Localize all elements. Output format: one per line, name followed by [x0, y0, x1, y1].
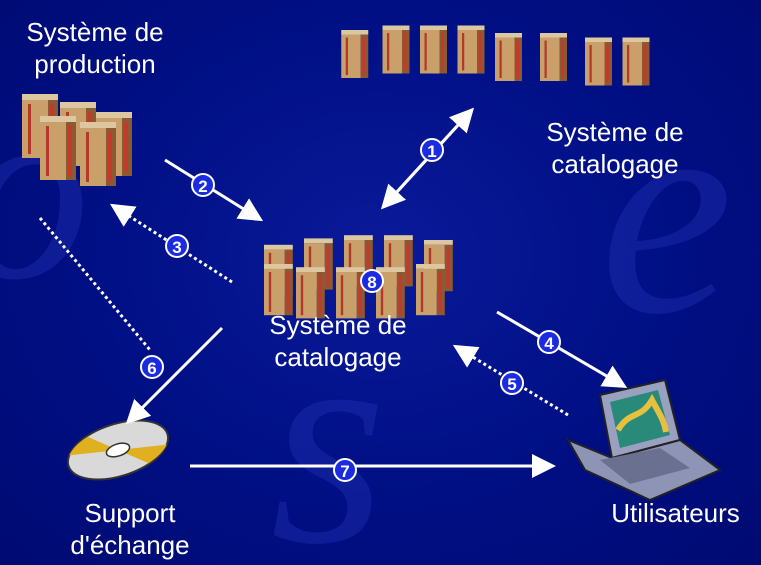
support-label-line2: d'échange	[70, 530, 190, 560]
catalog-center-label-line2: catalogage	[274, 342, 402, 372]
step-badge-8: 8	[360, 269, 384, 293]
step-badge-2: 2	[191, 173, 215, 197]
step-badge-4: 4	[537, 330, 561, 354]
production-servers-icon	[22, 94, 132, 186]
production-label-line1: Système de	[26, 17, 164, 47]
catalog-center-label: Système de catalogage	[243, 309, 433, 373]
step-label-3: 3	[172, 238, 181, 257]
step-badge-3: 3	[165, 234, 189, 258]
watermark-letter: s	[270, 274, 387, 565]
catalog-top-label-line2: catalogage	[551, 149, 679, 179]
arrow-6	[125, 326, 224, 425]
support-label: Support d'échange	[35, 497, 225, 561]
catalog-top-servers-icon	[341, 25, 650, 86]
step-label-8: 8	[367, 273, 376, 292]
support-label-line1: Support	[84, 498, 176, 528]
step-badge-7: 7	[333, 458, 357, 482]
production-label: Système de production	[0, 16, 190, 80]
catalog-center-label-line1: Système de	[269, 310, 407, 340]
catalog-top-label: Système de catalogage	[520, 116, 710, 180]
step-label-6: 6	[147, 359, 156, 378]
catalog-top-label-line1: Système de	[546, 117, 684, 147]
arrow-6-dotted	[38, 217, 152, 351]
catalog-center-servers-icon	[264, 235, 453, 319]
users-label: Utilisateurs	[611, 498, 740, 528]
step-label-5: 5	[507, 375, 516, 394]
step-label-7: 7	[340, 462, 349, 481]
cd-disc-icon	[66, 419, 170, 481]
arrow-3	[109, 203, 233, 284]
step-label-2: 2	[198, 177, 207, 196]
step-badge-5: 5	[500, 371, 524, 395]
step-label-4: 4	[544, 334, 554, 353]
step-label-1: 1	[427, 142, 436, 161]
laptop-icon	[565, 378, 722, 502]
step-badge-6: 6	[140, 355, 164, 379]
production-label-line2: production	[34, 49, 156, 79]
watermark-letter: e	[600, 44, 734, 376]
step-badge-1: 1	[420, 138, 444, 162]
arrow-4	[496, 310, 628, 389]
